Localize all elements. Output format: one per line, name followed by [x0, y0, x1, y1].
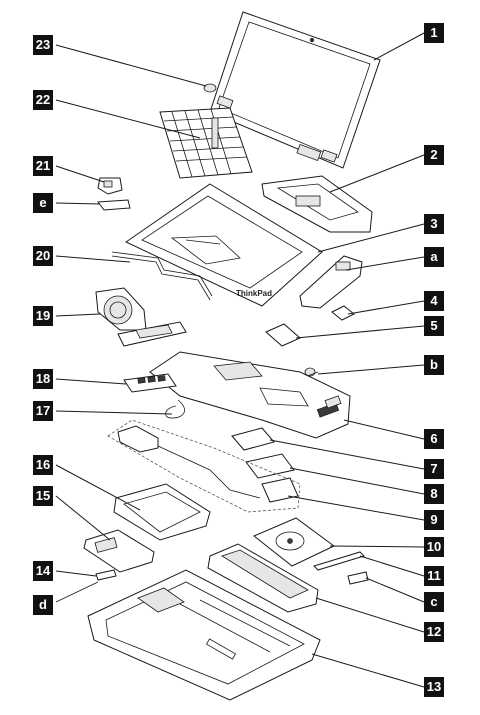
callout-b: b: [424, 355, 444, 375]
callout-19: 19: [33, 306, 53, 326]
part-base-cover: [87, 569, 321, 701]
callout-5: 5: [424, 316, 444, 336]
leader-lines: [55, 32, 425, 688]
part-connector-14: [95, 569, 117, 581]
callout-15: 15: [33, 486, 53, 506]
part-lcd-assembly: [209, 11, 381, 169]
part-card-8: [245, 453, 295, 479]
callout-22: 22: [33, 90, 53, 110]
callout-8: 8: [424, 484, 444, 504]
part-system-board: [149, 351, 351, 439]
part-keyboard-bezel: ThinkPad: [125, 183, 323, 307]
part-card-5: [265, 323, 301, 347]
thinkpad-logo-text: ThinkPad: [236, 289, 272, 298]
callout-18: 18: [33, 369, 53, 389]
part-hard-drive: [253, 517, 335, 567]
callout-1: 1: [424, 23, 444, 43]
callout-9: 9: [424, 510, 444, 530]
callout-21: 21: [33, 156, 53, 176]
part-bracket-a: [299, 255, 363, 309]
part-thermal-fan: [95, 287, 187, 347]
part-card-7: [231, 427, 275, 451]
part-battery-pack: [207, 543, 319, 613]
callout-13: 13: [424, 677, 444, 697]
callout-c: c: [424, 592, 444, 612]
callout-20: 20: [33, 246, 53, 266]
part-trackpoint-cap: [203, 83, 217, 93]
part-bracket-e: [97, 199, 131, 211]
part-chip-4: [331, 305, 355, 321]
callout-6: 6: [424, 429, 444, 449]
part-power-connector: [97, 177, 123, 195]
part-bracket-11: [313, 551, 365, 571]
callout-10: 10: [424, 537, 444, 557]
part-cover-15: [83, 529, 155, 573]
callout-a: a: [424, 247, 444, 267]
callout-11: 11: [424, 566, 444, 586]
part-cable-20: [111, 251, 213, 301]
part-bracket-2: [261, 175, 373, 233]
part-bracket-c: [347, 571, 369, 585]
callout-3: 3: [424, 214, 444, 234]
callout-d: d: [33, 595, 53, 615]
part-memory-module: [123, 373, 177, 393]
callout-17: 17: [33, 401, 53, 421]
part-screw-d: [55, 581, 99, 603]
callout-16: 16: [33, 455, 53, 475]
callout-e: e: [33, 193, 53, 213]
callout-2: 2: [424, 145, 444, 165]
part-battery: [113, 483, 211, 541]
callout-14: 14: [33, 561, 53, 581]
callout-12: 12: [424, 622, 444, 642]
callout-23: 23: [33, 35, 53, 55]
part-keyboard: [159, 107, 253, 179]
part-cable-17: [165, 399, 185, 419]
callout-7: 7: [424, 459, 444, 479]
callout-4: 4: [424, 291, 444, 311]
